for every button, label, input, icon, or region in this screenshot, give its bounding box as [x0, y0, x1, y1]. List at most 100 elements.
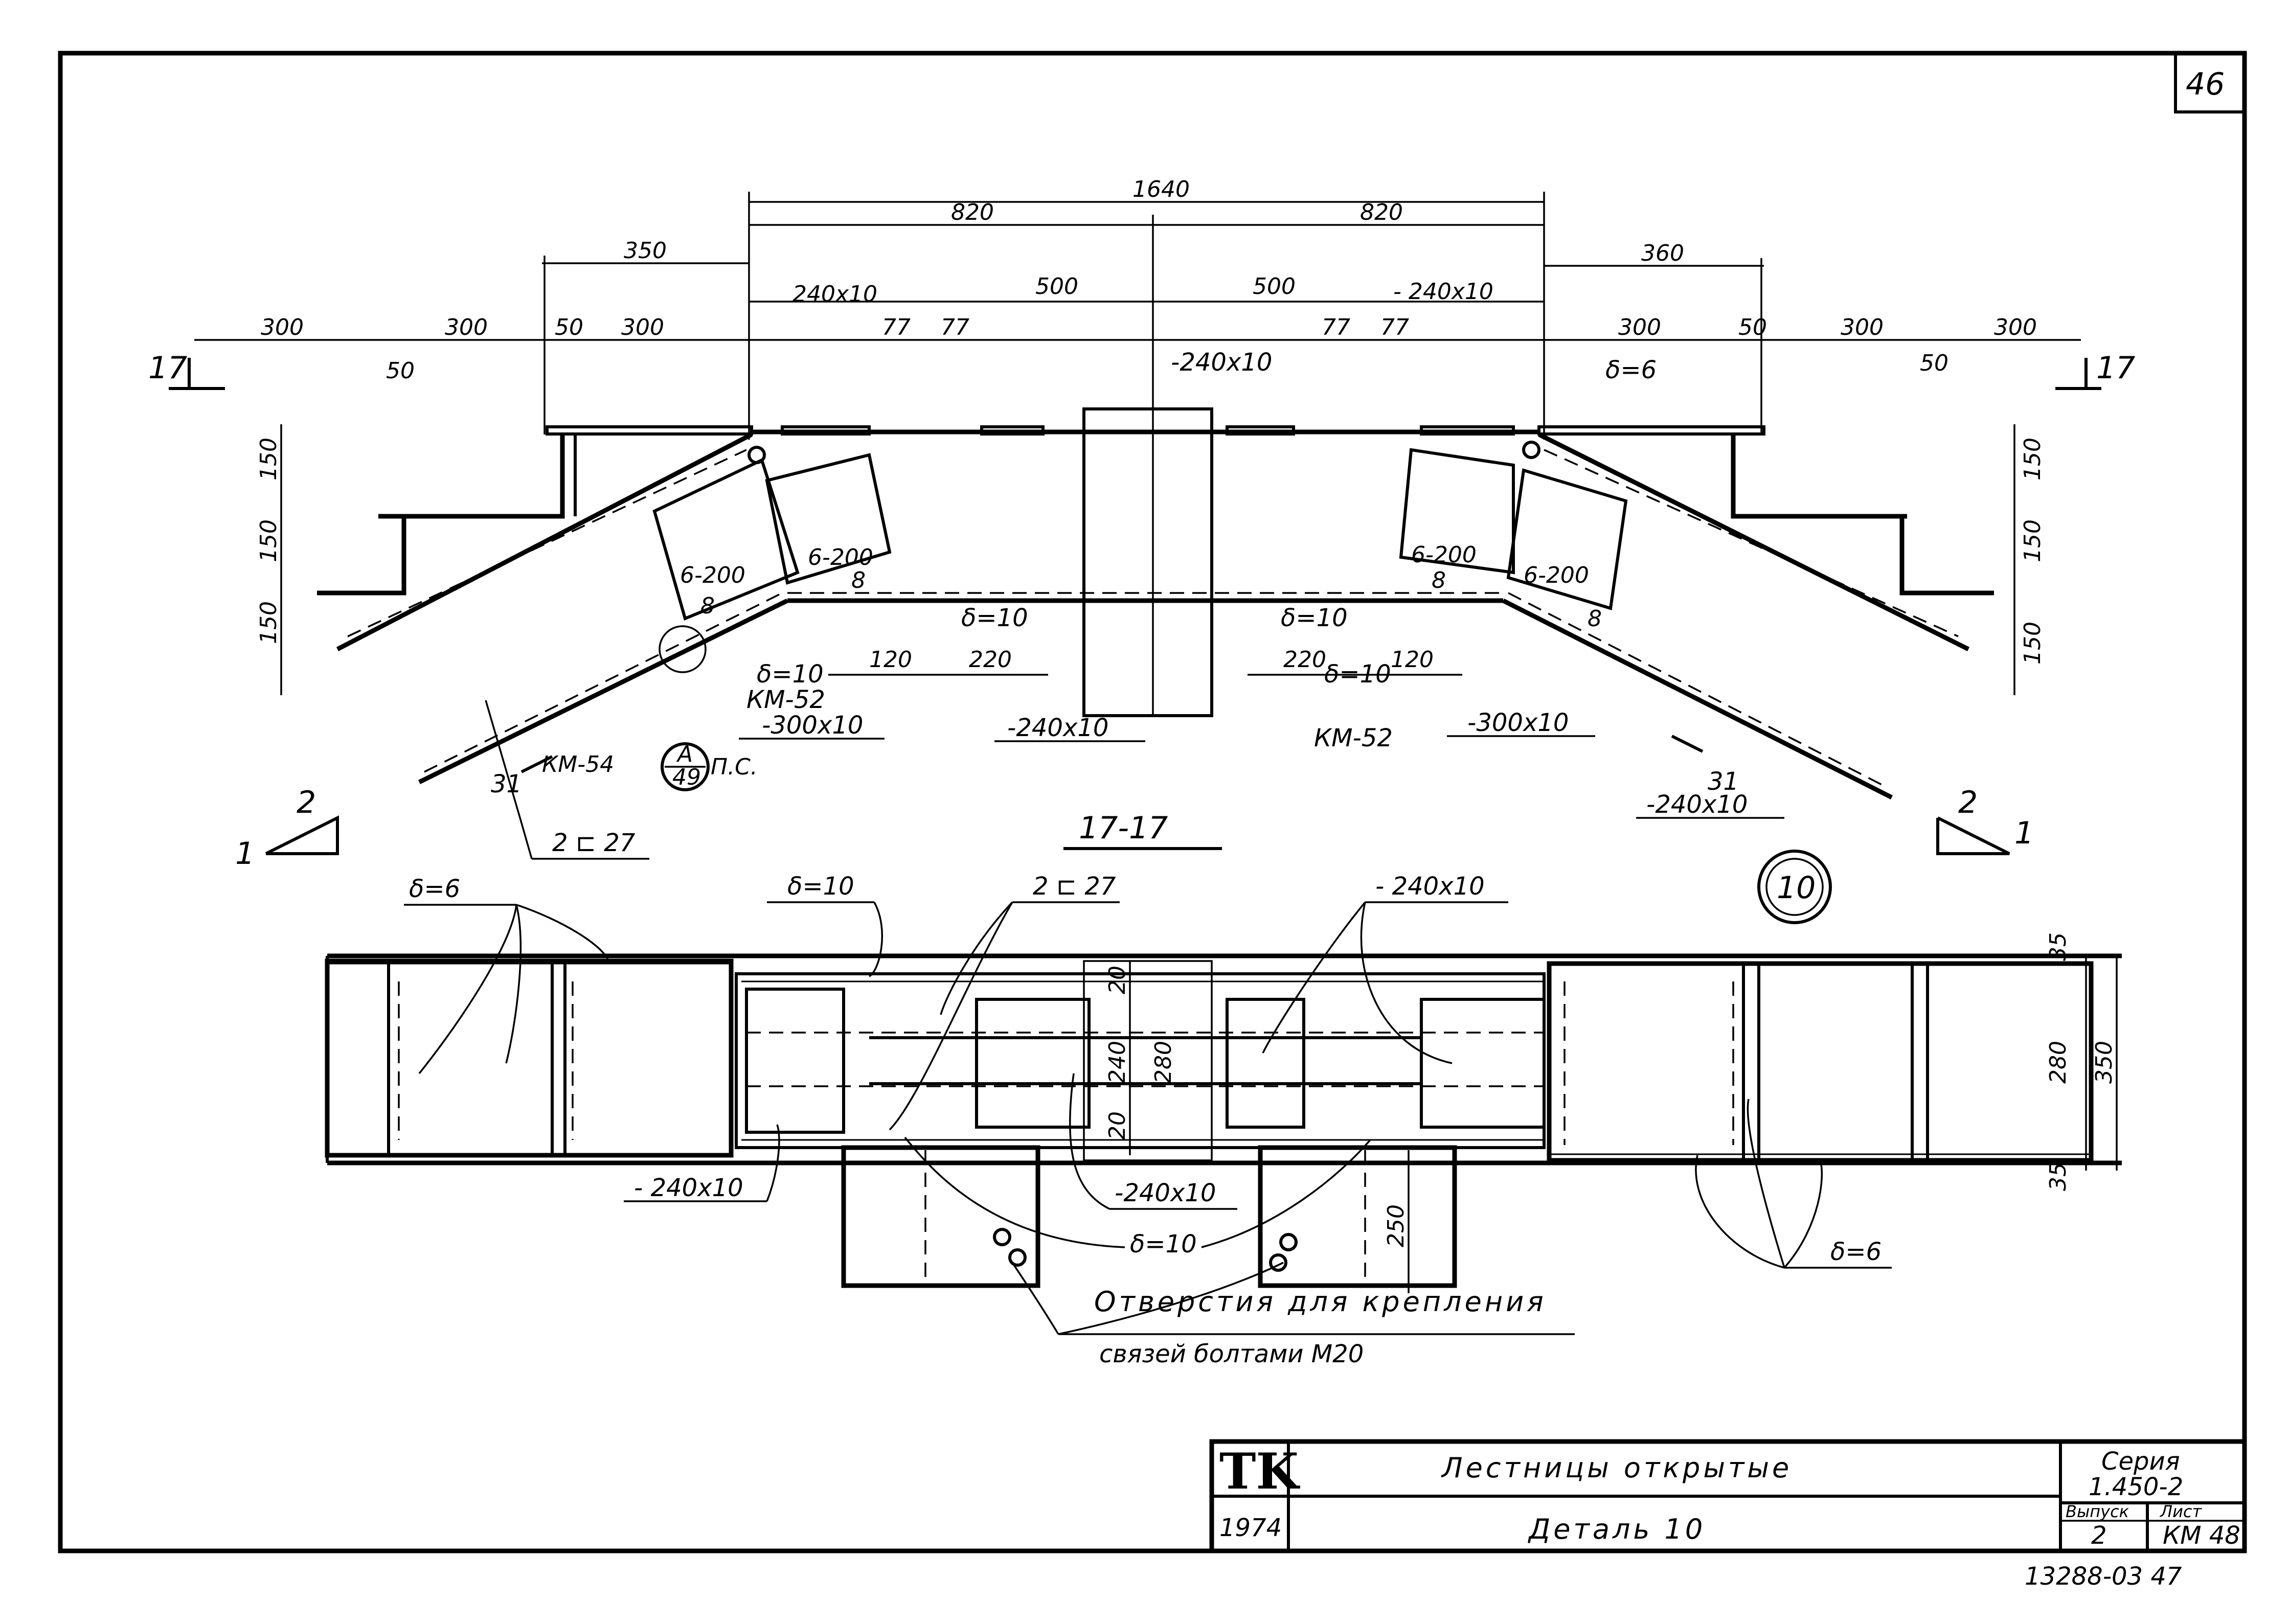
- dim-300-l3: 300: [621, 314, 664, 340]
- slope-2-right: 2: [1958, 785, 1978, 820]
- label-240x10-section-bl: - 240x10: [634, 1174, 743, 1202]
- dim-50-l: 50: [555, 314, 583, 340]
- dim-77-rb: 77: [1380, 314, 1409, 340]
- dim-500-left: 500: [1035, 273, 1078, 300]
- dim-150-r1: 150: [2020, 438, 2046, 481]
- label-delta6-top: δ=6: [1605, 356, 1657, 384]
- tb-org: TK: [1219, 1443, 1300, 1500]
- section-mark-left: 17: [148, 350, 187, 386]
- dim-820-right: 820: [1360, 199, 1403, 225]
- tb-series-value: 1.450-2: [2089, 1473, 2183, 1501]
- label-240x10-section-bc: -240x10: [1115, 1179, 1216, 1207]
- tb-issue-value: 2: [2091, 1521, 2107, 1550]
- label-delta10-cr: δ=10: [1281, 604, 1348, 632]
- label-weld-r1: 8: [1432, 567, 1446, 593]
- section-label-17-17: 17-17: [1079, 810, 1168, 846]
- label-km52-r: КМ-52: [1314, 724, 1393, 752]
- dim-360: 360: [1641, 240, 1684, 266]
- label-300x10-r: -300x10: [1467, 708, 1569, 737]
- dim-220-l: 220: [969, 647, 1012, 673]
- top-view: 1640 820 820 350 360 500 500 240x10 - 24…: [148, 176, 2135, 872]
- dim-150-l3: 150: [256, 601, 282, 644]
- dim-20-a: 20: [1104, 966, 1130, 994]
- label-240x10-top-right: - 240x10: [1393, 279, 1493, 305]
- tb-year: 1974: [1219, 1514, 1282, 1542]
- dim-300-r3: 300: [1994, 314, 2037, 340]
- sheet-frame: [58, 51, 2247, 1553]
- dim-240: 240: [1104, 1041, 1130, 1084]
- dim-35-bottom: 35: [2045, 1162, 2071, 1191]
- label-bolts-rb: 6-200: [1524, 562, 1589, 588]
- label-ps: П.С.: [711, 754, 758, 780]
- dim-250: 250: [1383, 1204, 1409, 1247]
- ref-A: А: [676, 741, 693, 767]
- section-mark-right: 17: [2096, 350, 2135, 386]
- slope-2-left: 2: [297, 785, 316, 820]
- label-240x10-br: -240x10: [1646, 790, 1748, 819]
- dim-50-r: 50: [1738, 314, 1767, 340]
- label-weld-l2: 8: [851, 567, 866, 593]
- mark-31-left: 31: [491, 770, 522, 798]
- label-300x10-l: -300x10: [762, 711, 863, 740]
- dim-300-l2: 300: [445, 314, 488, 340]
- dim-35-top: 35: [2045, 932, 2071, 961]
- ref-49: 49: [672, 764, 701, 790]
- label-delta10-cl: δ=10: [961, 604, 1028, 632]
- tb-sheet-label: Лист: [2160, 1502, 2202, 1521]
- label-km52-l: КМ-52: [746, 685, 825, 714]
- label-bolts-ra: 6-200: [1411, 542, 1477, 568]
- dim-77-la: 77: [882, 314, 911, 340]
- dim-300-r1: 300: [1618, 314, 1661, 340]
- label-240x10-top-left: 240x10: [792, 281, 877, 307]
- dim-500-right: 500: [1253, 273, 1296, 300]
- dim-1640: 1640: [1132, 176, 1190, 202]
- label-delta10-l: δ=10: [757, 660, 824, 689]
- label-240x10-section-top: - 240x10: [1375, 872, 1485, 901]
- dim-150-l1: 150: [256, 438, 282, 481]
- slope-1-left: 1: [235, 836, 255, 872]
- dim-280-center: 280: [1150, 1041, 1176, 1084]
- dim-120-l: 120: [869, 647, 912, 673]
- label-delta10-section-top: δ=10: [787, 872, 854, 901]
- dim-220-r: 220: [1283, 647, 1326, 673]
- label-240x10-bc: -240x10: [1007, 714, 1108, 742]
- section-view: 35 280 350 35 20 240 20 280 250 δ=6 δ=10…: [325, 872, 2122, 1368]
- dim-50-small-l: 50: [386, 358, 415, 384]
- label-weld-r2: 8: [1588, 606, 1602, 632]
- holes-note-line2: связей болтами М20: [1099, 1340, 1364, 1368]
- label-delta6-section-bottom: δ=6: [1830, 1238, 1882, 1266]
- page-number: 46: [2186, 66, 2225, 102]
- holes-note-line1: Отверстия для крепления: [1094, 1286, 1547, 1318]
- label-bolts-lb: 6-200: [808, 544, 873, 570]
- label-km54: КМ-54: [542, 751, 614, 777]
- weld-hatching: [327, 963, 2091, 1155]
- dim-350-right: 350: [2091, 1041, 2117, 1084]
- tb-issue-label: Выпуск: [2066, 1502, 2129, 1521]
- label-240x10-center: -240x10: [1171, 348, 1272, 377]
- title-block: TK 1974 Лестницы открытые Деталь 10 Сери…: [1209, 1439, 2247, 1553]
- tb-sheet-value: КМ 48: [2163, 1521, 2240, 1550]
- dim-77-lb: 77: [941, 314, 969, 340]
- label-delta10-section-bottom: δ=10: [1130, 1230, 1197, 1259]
- tb-series-label: Серия: [2101, 1447, 2180, 1476]
- label-bolts-la: 6-200: [680, 562, 745, 588]
- page-number-box: [2174, 52, 2246, 113]
- dim-300-r2: 300: [1841, 314, 1884, 340]
- mark-31-right: 31: [1708, 767, 1739, 796]
- dim-820-left: 820: [951, 199, 994, 225]
- dim-350: 350: [624, 238, 667, 264]
- dim-300-l1: 300: [261, 314, 304, 340]
- dim-150-r2: 150: [2020, 519, 2046, 562]
- slope-1-right: 1: [2014, 815, 2034, 851]
- tb-title: Лестницы открытые: [1441, 1452, 1792, 1484]
- dim-150-r3: 150: [2020, 622, 2046, 665]
- dim-20-b: 20: [1104, 1111, 1130, 1140]
- stamp-number: 13288-03 47: [2025, 1562, 2182, 1591]
- label-2c27-top-view: 2 ⊏ 27: [552, 829, 636, 857]
- dim-280-right: 280: [2045, 1041, 2071, 1084]
- detail-marker: 10: [1777, 870, 1816, 906]
- dim-77-ra: 77: [1322, 314, 1350, 340]
- tb-subtitle: Деталь 10: [1528, 1513, 1706, 1545]
- dim-150-l2: 150: [256, 519, 282, 562]
